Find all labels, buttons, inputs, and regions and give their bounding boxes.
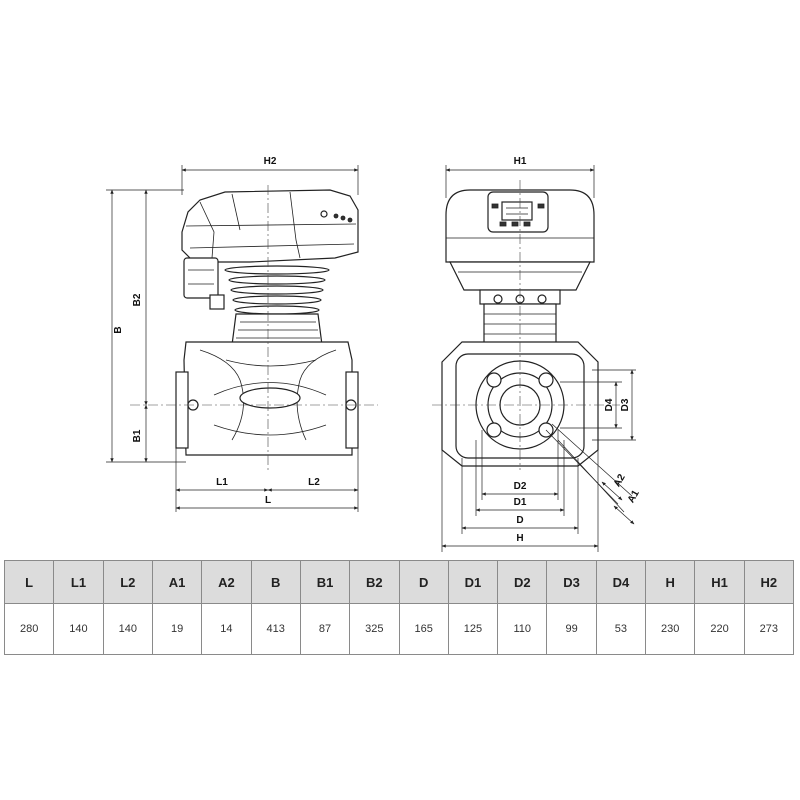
table-row: 280 140 140 19 14 413 87 325 165 125 110… <box>3 603 795 655</box>
col-header: L2 <box>102 560 153 604</box>
col-header: D2 <box>497 560 548 604</box>
dimensions-table: L L1 L2 A1 A2 B B1 B2 D D1 D2 D3 D4 H H1… <box>3 560 795 655</box>
col-header: B <box>250 560 301 604</box>
col-header: D4 <box>595 560 647 604</box>
col-header: B1 <box>299 560 351 604</box>
label-l2: L2 <box>308 477 320 488</box>
label-d1: D1 <box>514 497 527 508</box>
col-header: A1 <box>151 560 203 604</box>
table-cell: 230 <box>645 603 696 655</box>
pump-dimension-drawing: H2 B B2 B1 L1 L2 L <box>106 156 642 552</box>
label-d4: D4 <box>604 398 615 411</box>
table-cell: 99 <box>546 603 597 655</box>
label-b1: B1 <box>132 429 143 442</box>
table-cell: 53 <box>595 603 647 655</box>
col-header: D1 <box>447 560 499 604</box>
label-d3: D3 <box>620 398 631 411</box>
label-a2: A2 <box>612 472 628 489</box>
label-a1: A1 <box>626 488 642 505</box>
label-l: L <box>265 495 271 506</box>
table-cell: 413 <box>250 603 301 655</box>
label-d: D <box>516 515 523 526</box>
col-header: D <box>398 560 449 604</box>
label-h: H <box>516 533 523 544</box>
table-cell: 325 <box>349 603 400 655</box>
table-cell: 273 <box>743 603 795 655</box>
label-b2: B2 <box>132 293 143 306</box>
front-view: H1 D4 D3 D2 D1 D H A2 A1 <box>432 156 642 552</box>
table-cell: 19 <box>151 603 203 655</box>
label-b: B <box>113 326 124 333</box>
col-header: H1 <box>694 560 745 604</box>
label-h1: H1 <box>514 156 527 167</box>
col-header: H <box>645 560 696 604</box>
col-header: L1 <box>53 560 104 604</box>
table-cell: 280 <box>3 603 55 655</box>
col-header: D3 <box>546 560 597 604</box>
col-header: L <box>3 560 55 604</box>
label-h2: H2 <box>264 156 277 167</box>
col-header: B2 <box>349 560 400 604</box>
label-l1: L1 <box>216 477 228 488</box>
table-cell: 140 <box>102 603 153 655</box>
col-header: H2 <box>743 560 795 604</box>
label-d2: D2 <box>514 481 527 492</box>
table-cell: 125 <box>447 603 499 655</box>
table-cell: 14 <box>201 603 252 655</box>
table-cell: 87 <box>299 603 351 655</box>
side-view: H2 B B2 B1 L1 L2 L <box>106 156 378 512</box>
col-header: A2 <box>201 560 252 604</box>
table-cell: 165 <box>398 603 449 655</box>
table-cell: 220 <box>694 603 745 655</box>
table-header-row: L L1 L2 A1 A2 B B1 B2 D D1 D2 D3 D4 H H1… <box>3 560 795 604</box>
table-cell: 140 <box>53 603 104 655</box>
table-cell: 110 <box>497 603 548 655</box>
